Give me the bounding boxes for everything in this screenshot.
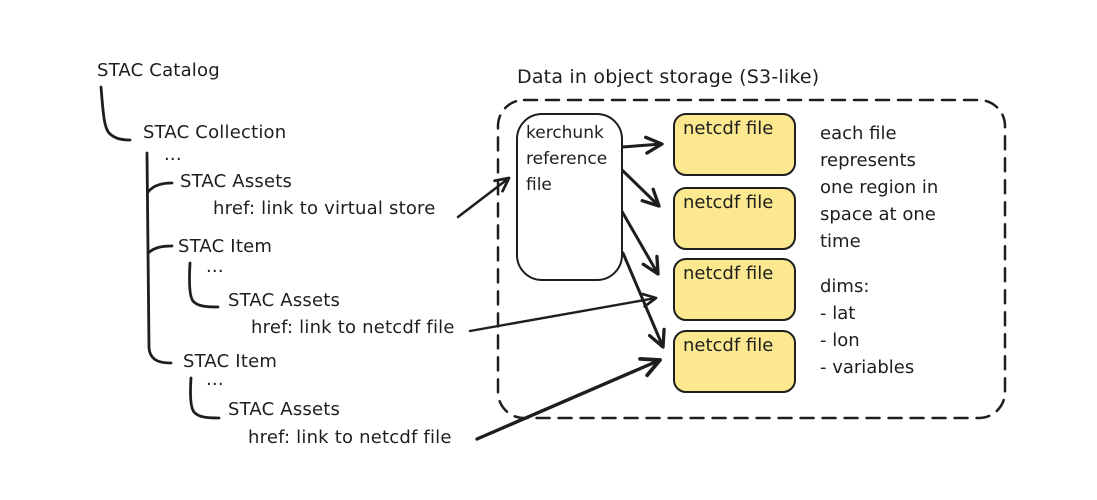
- item2-ellipsis: ...: [206, 369, 224, 390]
- kerchunk-reference-file-box: kerchunk reference file: [516, 113, 623, 281]
- object-storage-title: Data in object storage (S3-like): [517, 66, 820, 88]
- annotation-region-line: represents: [820, 150, 916, 171]
- annotation-region-line: one region in: [820, 177, 939, 198]
- connector-item1-assets: [188, 261, 220, 309]
- stac-catalog-label: STAC Catalog: [97, 60, 220, 81]
- annotation-region: each file represents one region in space…: [820, 120, 938, 255]
- netcdf-file-box-4: netcdf file: [673, 330, 796, 393]
- kerchunk-label-line: kerchunk: [526, 123, 604, 143]
- connector-collection-trunk: [145, 151, 173, 365]
- item1-ellipsis: ...: [206, 256, 224, 277]
- annotation-dims: dims: - lat - lon - variables: [820, 273, 914, 381]
- tree-connectors: [99, 85, 221, 420]
- arrow-href-to-netcdf-4: [475, 356, 662, 441]
- href-netcdf-1: href: link to netcdf file: [251, 317, 455, 338]
- link-arrows: [456, 135, 666, 441]
- annotation-dims-line: - lat: [820, 303, 856, 324]
- stac-item-1-label: STAC Item: [178, 236, 273, 257]
- arrow-kerchunk-to-netcdf-2: [620, 168, 661, 208]
- stac-collection-label: STAC Collection: [143, 122, 287, 143]
- arrow-virtual-store-to-kerchunk: [456, 176, 511, 219]
- kerchunk-label-line: file: [526, 175, 552, 195]
- annotation-region-line: space at one: [820, 204, 936, 225]
- stac-assets-3-label: STAC Assets: [228, 399, 341, 420]
- connector-catalog-collection: [99, 85, 132, 142]
- netcdf-file-box-2: netcdf file: [673, 187, 796, 250]
- arrow-kerchunk-to-netcdf-1: [620, 135, 664, 155]
- netcdf-file-label: netcdf file: [683, 263, 774, 284]
- netcdf-file-label: netcdf file: [683, 118, 774, 139]
- arrow-kerchunk-to-netcdf-3: [618, 206, 660, 276]
- collection-ellipsis: ...: [164, 144, 182, 165]
- annotation-dims-line: - variables: [820, 357, 915, 378]
- connector-branch-item1: [146, 244, 174, 255]
- connector-branch-assets1: [146, 181, 174, 194]
- stac-assets-1-label: STAC Assets: [180, 171, 293, 192]
- netcdf-file-box-3: netcdf file: [673, 258, 796, 321]
- netcdf-file-label: netcdf file: [683, 192, 774, 213]
- href-virtual-store: href: link to virtual store: [213, 198, 436, 219]
- annotation-region-line: each file: [820, 123, 897, 144]
- stac-item-2-label: STAC Item: [183, 351, 278, 372]
- href-netcdf-2: href: link to netcdf file: [248, 427, 452, 448]
- connector-item2-assets: [189, 376, 221, 420]
- arrow-href-to-netcdf-3: [468, 292, 658, 333]
- kerchunk-label-line: reference: [526, 149, 608, 169]
- netcdf-file-box-1: netcdf file: [673, 113, 796, 176]
- object-storage-dashed-border: [496, 98, 1007, 420]
- annotation-dims-line: - lon: [820, 330, 860, 351]
- stac-assets-2-label: STAC Assets: [228, 290, 341, 311]
- annotation-region-line: time: [820, 231, 861, 252]
- netcdf-file-label: netcdf file: [683, 335, 774, 356]
- annotation-dims-line: dims:: [820, 276, 870, 297]
